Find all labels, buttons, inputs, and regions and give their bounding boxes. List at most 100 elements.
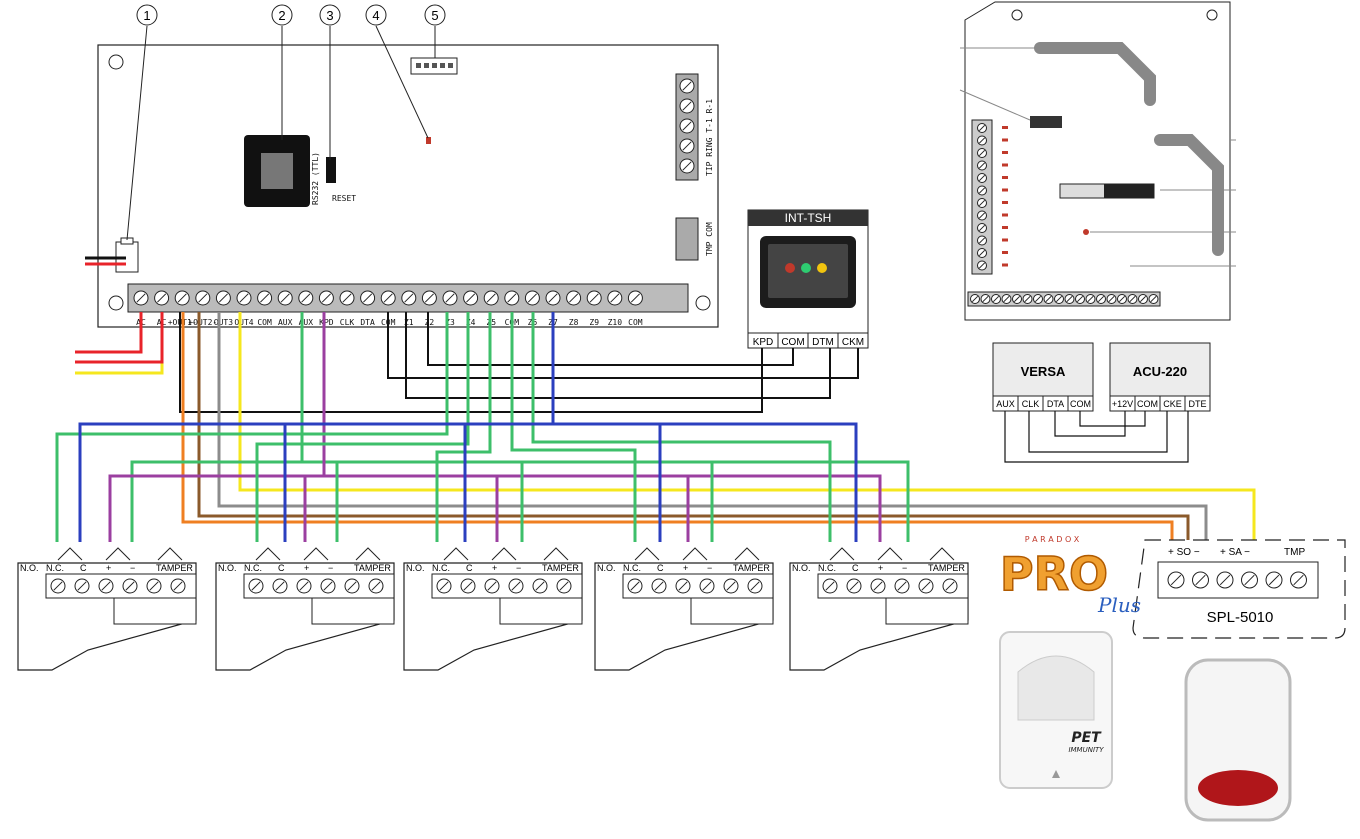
screw-terminal xyxy=(1138,294,1148,304)
screw-terminal xyxy=(421,290,437,306)
screw-terminal xyxy=(977,135,987,146)
versa-title: VERSA xyxy=(1021,364,1066,379)
versa-board xyxy=(959,1,1236,321)
detector-terminal-label: TAMPER xyxy=(928,563,965,573)
screw-terminal xyxy=(368,578,384,594)
screw-terminal xyxy=(122,578,138,594)
screw-terminal xyxy=(1022,294,1033,304)
screw-terminal xyxy=(296,578,312,594)
callout-number: 2 xyxy=(278,8,285,23)
keypad-title: INT-TSH xyxy=(785,211,832,225)
plus-label: Plus xyxy=(1097,593,1141,617)
callout: 3 xyxy=(319,4,341,160)
detector-terminal-label: + xyxy=(106,563,111,573)
screw-terminal xyxy=(1043,294,1054,304)
keypad-terminal-label: KPD xyxy=(753,337,774,348)
module-terminal-label: DTA xyxy=(1047,399,1064,409)
screw-terminal xyxy=(822,578,838,594)
callout-number: 5 xyxy=(431,8,438,23)
siren-tmp-label: TMP xyxy=(1284,547,1305,558)
screw-terminal xyxy=(1054,294,1064,304)
screw-terminal xyxy=(1033,294,1043,304)
phone-terminal-labels: TIP RING T-1 R-1 xyxy=(705,99,714,176)
detector-terminal-label: N.O. xyxy=(218,563,237,573)
screw-terminal xyxy=(401,290,417,306)
reset-label: RESET xyxy=(332,194,356,203)
screw-terminal xyxy=(1064,294,1075,304)
detector-2: N.O.N.C.C+−TAMPER xyxy=(215,547,395,671)
screw-terminal xyxy=(1192,571,1209,589)
siren-sa-label: + SA − xyxy=(1220,547,1250,558)
detector-terminal-label: N.C. xyxy=(46,563,64,573)
screw-terminal xyxy=(1216,571,1234,589)
screw-terminal xyxy=(1096,294,1106,304)
callout: 5 xyxy=(424,4,446,58)
screw-terminal xyxy=(460,578,476,594)
screw-terminal xyxy=(236,290,252,306)
callout-number: 3 xyxy=(326,8,333,23)
detector-terminal-label: TAMPER xyxy=(354,563,391,573)
screw-terminal xyxy=(1127,294,1138,304)
screw-terminal xyxy=(174,290,190,306)
screw-terminal xyxy=(1148,294,1159,304)
screw-terminal xyxy=(215,290,231,306)
pir-detector: PET IMMUNITY xyxy=(999,631,1113,789)
main-terminal-label: COM xyxy=(628,318,643,327)
main-terminal-label: OUT3 xyxy=(214,318,233,327)
screw-terminal xyxy=(272,578,288,594)
screw-terminal xyxy=(74,578,90,594)
screw-terminal xyxy=(651,578,667,594)
main-terminal-label: KPD xyxy=(319,318,334,327)
screw-terminal xyxy=(977,210,987,221)
screw-terminal xyxy=(483,290,499,306)
screw-terminal xyxy=(436,578,452,594)
screw-terminal xyxy=(1290,571,1307,589)
screw-terminal xyxy=(679,158,695,174)
screw-terminal xyxy=(977,223,987,233)
screw-terminal xyxy=(679,78,695,94)
screw-terminal xyxy=(679,138,695,154)
screw-terminal xyxy=(298,290,314,306)
wires xyxy=(55,312,1256,542)
serial-label: RS232 (TTL) xyxy=(311,152,320,205)
detector-terminal-label: N.C. xyxy=(818,563,836,573)
main-terminal-label: Z4 xyxy=(466,318,476,327)
detector-terminal-label: N.O. xyxy=(597,563,616,573)
detector-terminal-label: C xyxy=(278,563,285,573)
main-terminal-label: Z10 xyxy=(608,318,623,327)
screw-terminal xyxy=(977,160,987,171)
keypad-terminal-label: COM xyxy=(781,337,804,348)
callout-number: 1 xyxy=(143,8,150,23)
main-terminal-label: AUX xyxy=(299,318,314,327)
screw-terminal xyxy=(977,248,987,258)
pro-label: PRO xyxy=(1000,547,1108,601)
screw-terminal xyxy=(747,578,763,594)
callout: 4 xyxy=(365,4,429,139)
main-terminal-label: +OUT2- xyxy=(188,318,217,327)
screw-terminal xyxy=(977,235,987,246)
siren-name: SPL-5010 xyxy=(1207,609,1274,626)
screw-terminal xyxy=(360,290,376,306)
main-terminal-label: Z8 xyxy=(569,318,579,327)
main-terminal-label: Z9 xyxy=(589,318,599,327)
screw-terminal xyxy=(977,198,987,208)
detector-terminal-label: N.C. xyxy=(432,563,450,573)
keypad-terminal-label: CKM xyxy=(842,337,864,348)
immunity-label: IMMUNITY xyxy=(1068,746,1104,754)
screw-terminal xyxy=(344,578,360,594)
screw-terminal xyxy=(942,578,958,594)
detector-terminal-label: − xyxy=(130,563,135,573)
screw-terminal xyxy=(1167,571,1185,589)
screw-terminal xyxy=(970,294,980,304)
pro-plus-logo: P A R A D O X PRO Plus xyxy=(999,535,1141,617)
screw-terminal xyxy=(679,118,695,134)
module-terminal-label: AUX xyxy=(996,399,1015,409)
screw-terminal xyxy=(675,578,691,594)
screw-terminal xyxy=(98,578,114,594)
module-terminal-label: COM xyxy=(1070,399,1091,409)
detector-terminal-label: + xyxy=(878,563,883,573)
